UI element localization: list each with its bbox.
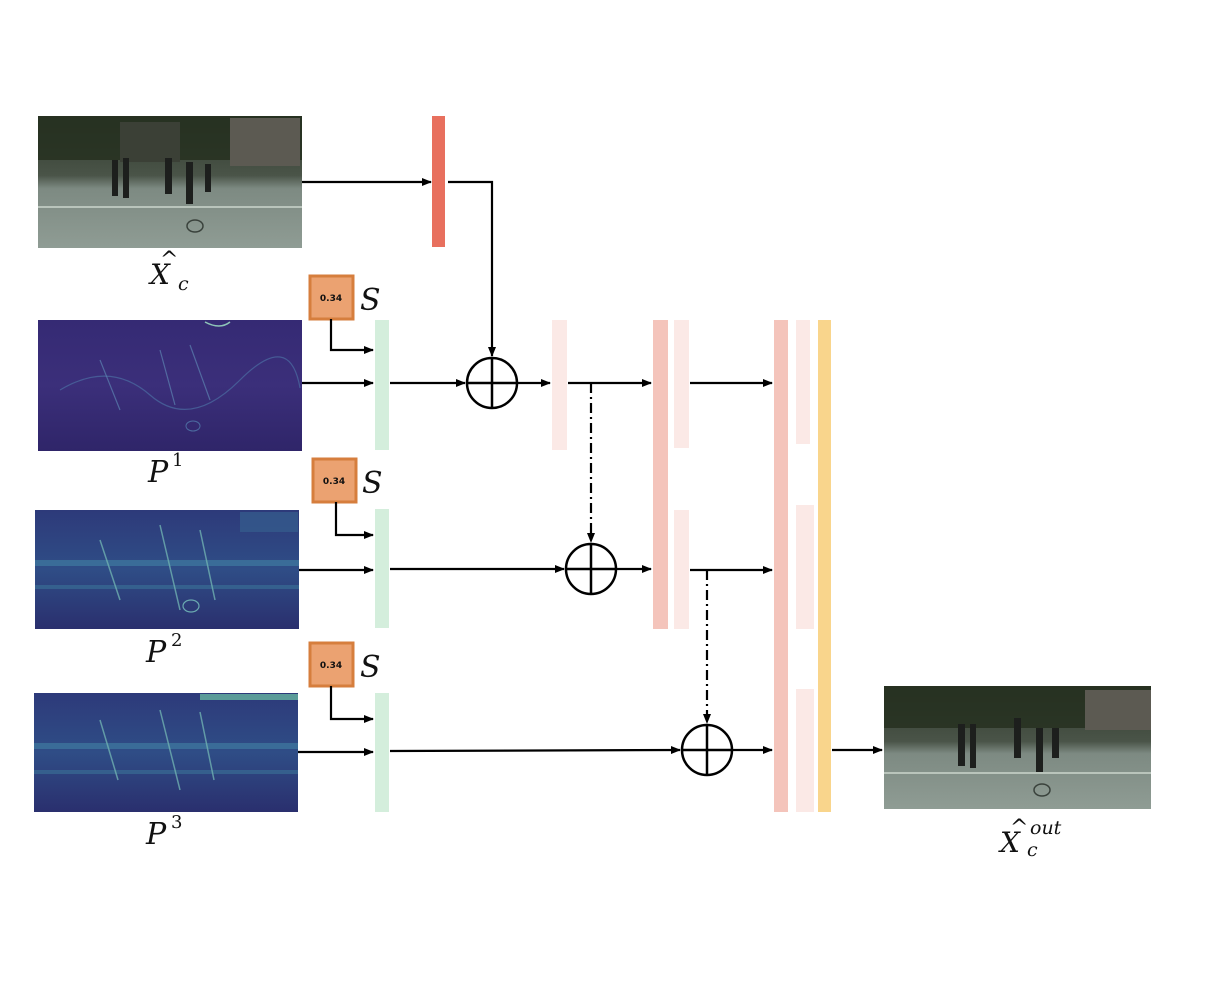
final-block-c: [818, 320, 831, 812]
concat-block-a: [653, 320, 668, 629]
feature-map-p1: [38, 320, 302, 451]
svg-text:P: P: [145, 817, 167, 852]
svg-text:S: S: [360, 650, 381, 685]
label-p1: P 1: [147, 450, 183, 490]
label-p3: P 3: [145, 812, 182, 852]
connection-arrows: [298, 178, 883, 756]
sum-node-1: [465, 356, 519, 410]
final-block-a: [774, 320, 788, 812]
xc-feature-block: [432, 116, 445, 247]
p1-feature-block: [375, 320, 389, 450]
final-block-b3: [796, 689, 814, 812]
svg-text:c: c: [1027, 839, 1038, 861]
concat-block-b-bottom: [674, 510, 689, 629]
score-badge-1: 0.34 S: [308, 274, 381, 321]
score-badge-3: 0.34 S: [308, 641, 381, 688]
svg-text:X: X: [998, 826, 1021, 859]
svg-text:P: P: [145, 635, 167, 670]
svg-text:0.34: 0.34: [323, 477, 345, 487]
svg-text:1: 1: [172, 450, 183, 471]
final-block-b1: [796, 320, 810, 444]
label-xc: X ^ c: [148, 248, 189, 295]
final-block-b2: [796, 505, 814, 629]
concat-block-b-top: [674, 320, 689, 448]
svg-text:X: X: [148, 258, 171, 291]
label-p2: P 2: [145, 630, 182, 670]
svg-text:S: S: [362, 466, 383, 501]
svg-text:2: 2: [171, 630, 182, 651]
svg-text:^: ^: [1010, 816, 1028, 841]
sum-node-3: [680, 723, 734, 777]
fused-block-1: [552, 320, 567, 450]
label-xc-out: X ^ c out: [998, 816, 1062, 861]
svg-text:^: ^: [160, 248, 178, 273]
svg-text:0.34: 0.34: [320, 294, 342, 304]
sum-node-2: [564, 542, 618, 596]
svg-text:c: c: [178, 273, 189, 295]
p3-feature-block: [375, 693, 389, 812]
feature-map-p2: [35, 510, 299, 629]
output-image-xc-out: [884, 686, 1151, 809]
svg-text:3: 3: [171, 812, 182, 833]
svg-text:0.34: 0.34: [320, 661, 342, 671]
svg-text:P: P: [147, 455, 169, 490]
svg-text:S: S: [360, 283, 381, 318]
feature-map-p3: [34, 693, 298, 812]
svg-text:out: out: [1030, 817, 1062, 839]
input-image-xc: [38, 116, 302, 248]
score-badge-2: 0.34 S: [311, 457, 383, 504]
p2-feature-block: [375, 509, 389, 628]
